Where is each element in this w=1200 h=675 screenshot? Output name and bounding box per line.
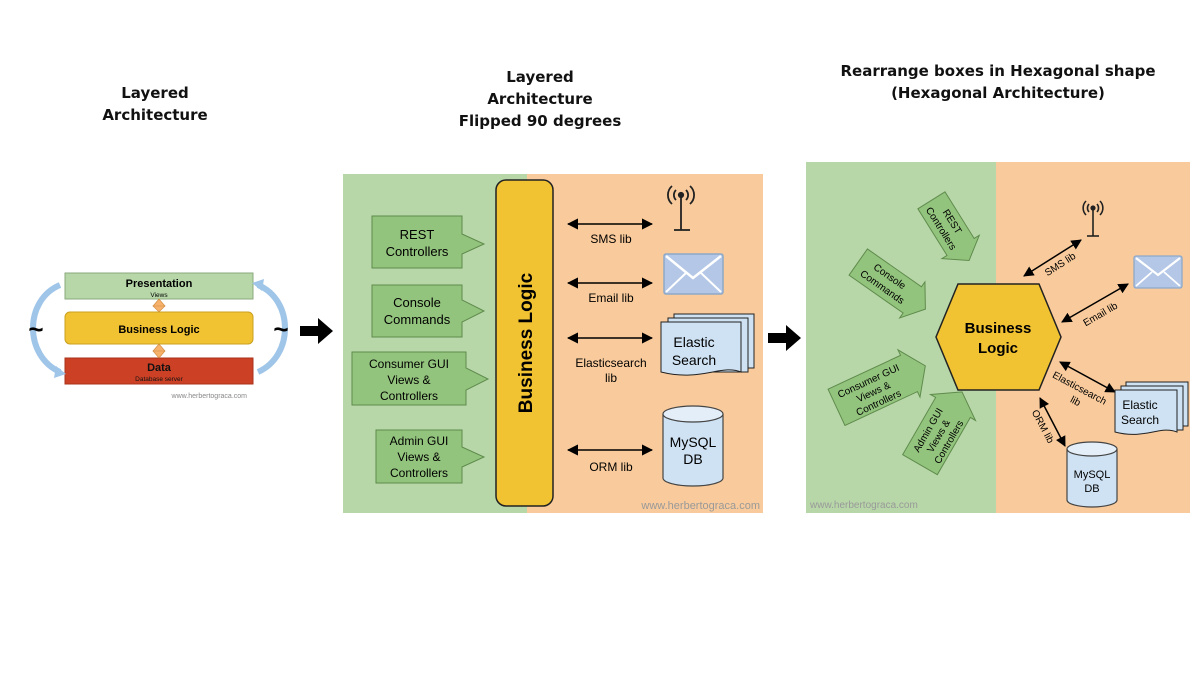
mysql-database-icon: MySQL DB	[1066, 441, 1118, 508]
business-logic-label: Business Logic	[516, 272, 537, 413]
svg-text:Commands: Commands	[384, 312, 451, 327]
arrowhead-icon	[252, 279, 264, 291]
antenna-icon	[667, 185, 695, 231]
flipped-panel: REST Controllers Console Commands Consum…	[343, 174, 763, 513]
business-logic-label: Business	[965, 320, 1032, 337]
curved-arrow-left-icon	[30, 282, 62, 375]
antenna-icon	[1082, 200, 1104, 237]
svg-text:Logic: Logic	[978, 340, 1018, 357]
data-sub-label: Database server	[135, 376, 184, 383]
presentation-sub-label: Views	[150, 292, 168, 299]
rest-controllers-box: REST Controllers	[371, 215, 486, 269]
svg-text:Search: Search	[672, 352, 716, 368]
double-arrow-icon	[1023, 239, 1082, 277]
double-arrow-icon	[1061, 283, 1129, 323]
sms-lib-label: SMS lib	[590, 232, 632, 246]
svg-text:DB: DB	[683, 451, 702, 467]
layered-panel: Presentation Views Business Logic Data D…	[28, 272, 289, 400]
business-logic-bar	[495, 179, 554, 507]
elastic-search-docs-icon: Elastic Search	[660, 313, 755, 376]
double-arrow-icon	[152, 298, 166, 313]
title-flipped: Layered Architecture Flipped 90 degrees	[458, 68, 622, 130]
svg-text:Console: Console	[393, 295, 441, 310]
svg-text:Controllers: Controllers	[386, 244, 449, 259]
svg-text:Admin GUI: Admin GUI	[390, 434, 449, 448]
svg-text:MySQL: MySQL	[670, 434, 717, 450]
business-logic-hexagon	[935, 283, 1062, 391]
data-label: Data	[147, 362, 172, 374]
svg-text:Views &: Views &	[397, 450, 440, 464]
right-arrow-icon	[768, 325, 801, 351]
double-arrow-icon	[1039, 397, 1066, 447]
orm-lib-label: ORM lib	[589, 460, 633, 474]
title-hexagonal: Rearrange boxes in Hexagonal shape (Hexa…	[840, 62, 1156, 102]
envelope-icon	[1133, 255, 1183, 289]
watermark: www.herbertograca.com	[809, 500, 918, 511]
svg-text:lib: lib	[605, 371, 617, 385]
tilde-left: ~	[28, 314, 43, 344]
email-lib-label: Email lib	[588, 291, 634, 305]
elasticsearch-lib-label: Elasticsearch	[575, 356, 646, 370]
svg-text:Elastic: Elastic	[673, 334, 714, 350]
hexagonal-panel: REST Controllers Console Commands Consum…	[806, 162, 1190, 513]
watermark: www.herbertograca.com	[171, 393, 248, 400]
admin-gui-box: Admin GUI Views & Controllers	[375, 429, 486, 484]
svg-text:DB: DB	[1084, 483, 1099, 495]
double-arrow-icon	[1059, 361, 1116, 393]
title-layered: Layered Architecture	[102, 84, 208, 124]
svg-text:Controllers: Controllers	[380, 389, 438, 403]
business-logic-label: Business Logic	[118, 324, 199, 336]
svg-text:Elastic: Elastic	[1122, 398, 1157, 412]
svg-text:MySQL: MySQL	[1074, 469, 1111, 481]
svg-text:Views &: Views &	[387, 373, 430, 387]
svg-text:Consumer GUI: Consumer GUI	[369, 357, 449, 371]
presentation-label: Presentation	[126, 278, 193, 290]
watermark: www.herbertograca.com	[640, 500, 760, 512]
double-arrow-icon	[152, 343, 166, 359]
right-arrow-icon	[300, 318, 333, 344]
presentation-layer	[64, 272, 254, 300]
data-layer	[64, 357, 254, 385]
consumer-gui-box: Consumer GUI Views & Controllers	[351, 351, 490, 406]
tilde-right: ~	[273, 314, 288, 344]
svg-text:Search: Search	[1121, 413, 1159, 427]
console-commands-box: Console Commands	[371, 284, 486, 338]
elastic-search-docs-icon: Elastic Search	[1114, 381, 1189, 435]
svg-text:REST: REST	[400, 227, 435, 242]
svg-text:Controllers: Controllers	[390, 466, 448, 480]
curved-arrow-right-icon	[256, 282, 288, 375]
arrowhead-icon	[54, 366, 66, 378]
mysql-database-icon: MySQL DB	[662, 405, 724, 487]
envelope-icon	[663, 253, 724, 295]
